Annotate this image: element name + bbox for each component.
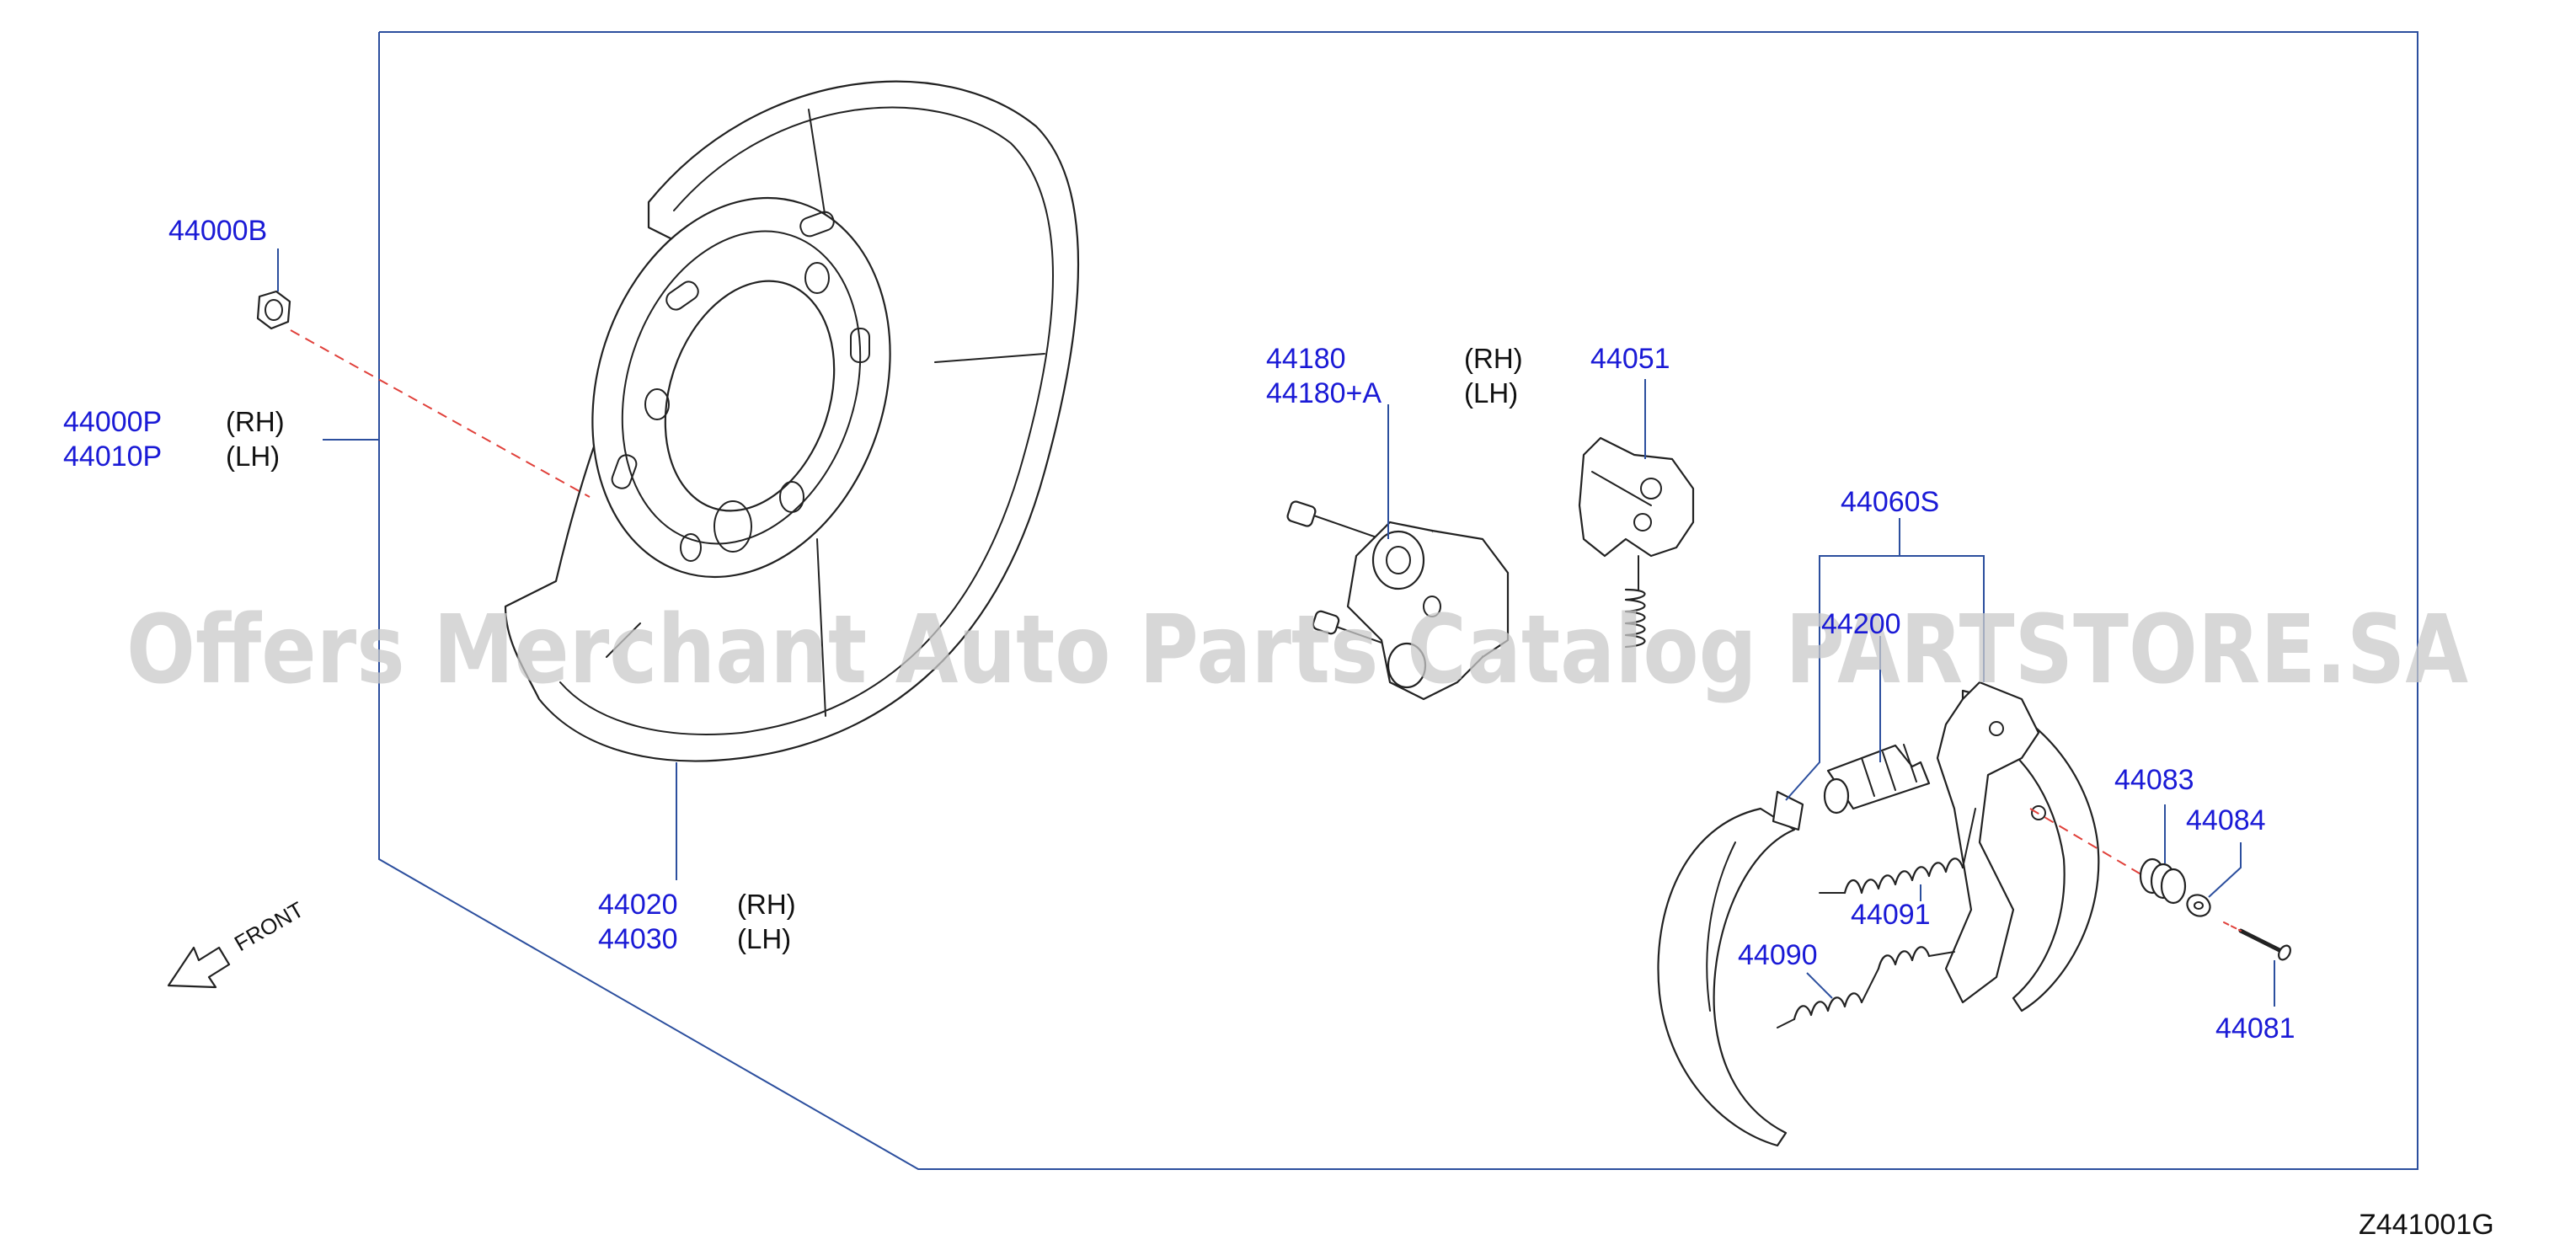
label-44060S[interactable]: 44060S bbox=[1841, 486, 1939, 518]
caliper-assembly[interactable] bbox=[1286, 500, 1510, 701]
front-arrow-icon bbox=[167, 946, 231, 989]
diagram-code: Z441001G bbox=[2359, 1209, 2494, 1241]
label-44180-side: (RH) bbox=[1464, 343, 1523, 374]
leader-lines bbox=[277, 248, 2275, 1007]
label-44000P[interactable]: 44000P bbox=[63, 406, 162, 438]
label-44180A[interactable]: 44180+A bbox=[1266, 377, 1382, 409]
label-44090[interactable]: 44090 bbox=[1738, 939, 1818, 971]
label-44020[interactable]: 44020 bbox=[598, 889, 678, 921]
label-44083[interactable]: 44083 bbox=[2114, 764, 2194, 796]
upper-return-spring[interactable] bbox=[1819, 808, 1976, 895]
label-44180A-side: (LH) bbox=[1464, 377, 1518, 409]
front-label: FRONT bbox=[230, 896, 308, 956]
backing-plate[interactable] bbox=[504, 80, 1080, 762]
label-44020-side: (RH) bbox=[737, 889, 796, 920]
label-44000B[interactable]: 44000B bbox=[168, 215, 267, 247]
label-44091[interactable]: 44091 bbox=[1851, 899, 1931, 931]
hex-nut[interactable] bbox=[256, 290, 291, 330]
brake-shoe-left[interactable] bbox=[1657, 790, 1804, 1147]
label-44030[interactable]: 44030 bbox=[598, 923, 678, 955]
label-44000P-side: (RH) bbox=[226, 406, 285, 437]
label-44081[interactable]: 44081 bbox=[2215, 1012, 2295, 1044]
hold-down-spring[interactable] bbox=[2139, 857, 2187, 905]
brake-lever-assembly[interactable] bbox=[1578, 436, 1695, 649]
front-arrow: FRONT bbox=[167, 896, 308, 989]
label-44010P[interactable]: 44010P bbox=[63, 441, 162, 473]
label-44051[interactable]: 44051 bbox=[1590, 343, 1670, 375]
spring-cup[interactable] bbox=[2183, 891, 2214, 921]
lower-return-spring[interactable] bbox=[1777, 946, 1955, 1028]
label-44200[interactable]: 44200 bbox=[1821, 608, 1901, 640]
nut-axis-dash bbox=[290, 329, 591, 498]
label-44010P-side: (LH) bbox=[226, 441, 280, 472]
label-44084[interactable]: 44084 bbox=[2186, 804, 2266, 836]
brake-shoe-right[interactable] bbox=[1936, 681, 2100, 1012]
assembly-frame bbox=[378, 31, 2418, 1170]
label-44180[interactable]: 44180 bbox=[1266, 343, 1346, 375]
hold-down-pin[interactable] bbox=[2223, 921, 2293, 962]
shoe-adjuster[interactable] bbox=[1823, 744, 1931, 815]
watermark-text: Offers Merchant Auto Parts Catalog PARTS… bbox=[126, 596, 2468, 705]
shoe-axis-dash bbox=[2029, 808, 2145, 877]
label-44030-side: (LH) bbox=[737, 923, 791, 954]
